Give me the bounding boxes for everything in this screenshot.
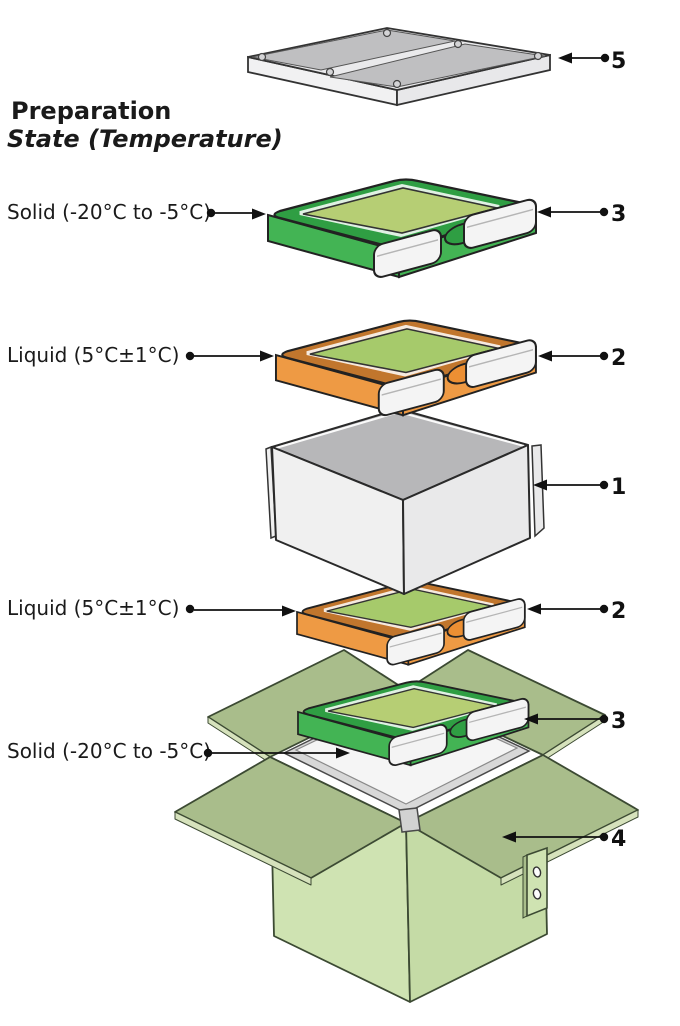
callout-solid-pack-top: Solid (-20°C to -5°C) 3 [7, 200, 626, 227]
callout-liquid-pack-top: Liquid (5°C±1°C) 2 [7, 343, 626, 371]
state-label-solid-top: Solid (-20°C to -5°C) [7, 200, 211, 224]
callout-payload-box: 1 [533, 475, 626, 500]
callout-lid: 5 [558, 49, 626, 74]
callout-number-payload-box: 1 [611, 475, 626, 500]
carton-side-tab [522, 846, 548, 919]
hand-hole [532, 888, 542, 900]
callout-outer-carton: 4 [502, 827, 626, 852]
lid-screws [257, 28, 543, 89]
callout-solid-pack-bottom: 3 Solid (-20°C to -5°C) [7, 709, 626, 763]
outer-carton-body [174, 754, 639, 1003]
callout-number-liquid-bottom: 2 [611, 599, 626, 624]
state-label-solid-bottom: Solid (-20°C to -5°C) [7, 739, 211, 763]
callout-number-outer-carton: 4 [611, 827, 626, 852]
hand-hole [532, 866, 542, 878]
lid-illustration [247, 27, 551, 107]
callout-number-solid-top: 3 [611, 202, 626, 227]
payload-box-illustration [265, 408, 545, 595]
page-title-line2: State (Temperature) [7, 125, 283, 153]
state-label-liquid-top: Liquid (5°C±1°C) [7, 343, 179, 367]
callout-liquid-pack-bottom: Liquid (5°C±1°C) 2 [7, 596, 626, 624]
liquid-pack-bottom-illustration [295, 580, 527, 669]
solid-pack-top-illustration [266, 177, 538, 281]
page-title-line1: Preparation [11, 97, 171, 125]
callout-number-solid-bottom: 3 [611, 709, 626, 734]
foam-insert-notch [398, 807, 421, 833]
callout-number-liquid-top: 2 [611, 346, 626, 371]
state-label-liquid-bottom: Liquid (5°C±1°C) [7, 596, 179, 620]
liquid-pack-top-illustration [274, 318, 538, 420]
callout-number-lid: 5 [611, 49, 626, 74]
